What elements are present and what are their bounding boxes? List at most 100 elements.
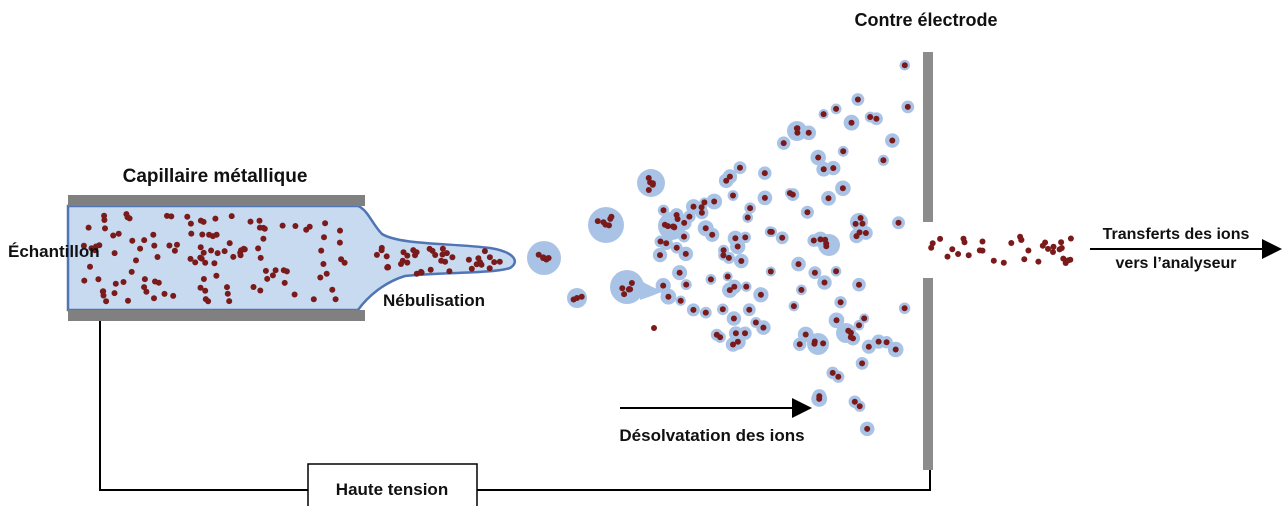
ion [961, 239, 968, 246]
ion [862, 230, 869, 236]
ion [847, 334, 854, 341]
ion [889, 137, 896, 144]
ion [279, 222, 286, 229]
ion [1025, 247, 1032, 254]
ion [856, 403, 863, 410]
ion [730, 341, 736, 348]
ion [657, 252, 663, 259]
ion [619, 285, 626, 292]
ion [847, 329, 854, 336]
ion [111, 290, 118, 297]
ion [701, 199, 708, 206]
ion [224, 284, 230, 291]
ion [673, 244, 680, 251]
ion [496, 258, 503, 265]
ion [677, 297, 684, 304]
ion [829, 369, 836, 376]
ion [202, 287, 209, 294]
ion [261, 225, 268, 232]
ion [410, 247, 417, 254]
ion [1067, 256, 1074, 263]
ion [857, 215, 864, 221]
ion [205, 298, 212, 305]
ion [446, 268, 453, 275]
ion [197, 284, 204, 291]
ion [224, 290, 231, 297]
ion [794, 125, 801, 132]
ion [264, 275, 271, 282]
ion [835, 373, 842, 380]
ion [833, 105, 840, 112]
ion [174, 241, 180, 248]
ion [338, 256, 345, 263]
ion [383, 253, 390, 260]
ion [184, 213, 191, 220]
ion [661, 221, 668, 228]
ion [732, 330, 739, 337]
ion [767, 268, 774, 275]
ion [811, 269, 818, 276]
ion [120, 279, 127, 285]
ion [820, 340, 827, 347]
ion [904, 103, 911, 110]
counter-electrode-lower [923, 278, 933, 470]
ion [93, 243, 99, 250]
ion [817, 236, 824, 243]
ion [856, 322, 862, 329]
ion [303, 226, 310, 233]
ion [432, 252, 439, 258]
ion [702, 309, 709, 316]
desolvation-label: Désolvatation des ions [619, 426, 804, 445]
capillary-label: Capillaire métallique [123, 166, 308, 187]
ion [730, 192, 736, 199]
ion [725, 254, 732, 261]
ion [820, 111, 827, 118]
ion [310, 296, 317, 303]
ion [649, 181, 656, 188]
ion [230, 253, 237, 260]
ion [332, 296, 339, 303]
ion [742, 234, 749, 241]
ion [848, 119, 855, 126]
circuit-wire-right [477, 470, 931, 491]
ion [197, 244, 204, 251]
ion [112, 280, 119, 287]
ion [790, 303, 797, 310]
nebulization-label: Nébulisation [383, 291, 485, 310]
ion [400, 249, 407, 256]
ion [709, 231, 716, 238]
ion [413, 270, 420, 277]
sample-label: Échantillon [8, 242, 100, 261]
high-voltage-label: Haute tension [336, 480, 448, 499]
ion [291, 291, 298, 298]
ion [1021, 256, 1028, 263]
ion [657, 238, 664, 245]
ion [665, 293, 672, 300]
ion [719, 306, 726, 313]
ion [247, 218, 254, 225]
ion [683, 281, 690, 288]
ion [1067, 235, 1074, 242]
ion [200, 276, 207, 282]
ion [859, 220, 866, 227]
ion [256, 217, 263, 224]
ion [698, 204, 705, 211]
ion [937, 235, 944, 242]
ion [720, 252, 727, 259]
ion [707, 276, 714, 283]
ion [823, 243, 830, 250]
ion [486, 254, 493, 261]
ion [895, 219, 902, 226]
transfer-label-line2: vers l’analyseur [1116, 255, 1237, 272]
ion [99, 288, 106, 295]
ion [281, 279, 288, 286]
transfer-label-line1: Transferts des ions [1103, 226, 1250, 243]
ion [103, 298, 110, 305]
ion [627, 286, 634, 293]
ion [110, 232, 117, 239]
ion [151, 295, 157, 302]
ion [228, 213, 235, 220]
ion [535, 251, 542, 258]
ion [329, 286, 336, 293]
ion [744, 214, 751, 221]
